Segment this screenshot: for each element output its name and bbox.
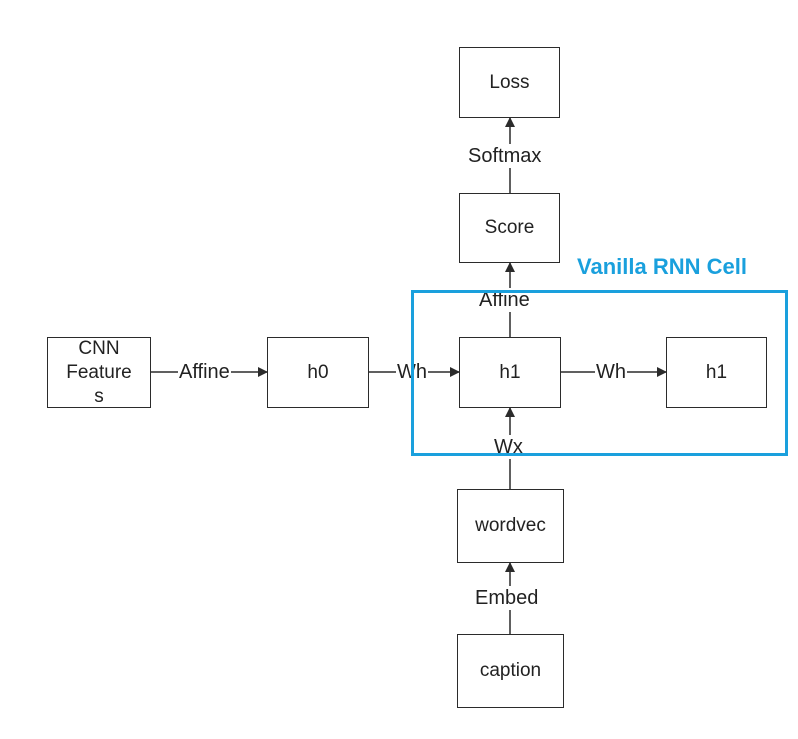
node-h1-right-label: h1 bbox=[705, 361, 728, 383]
node-h1-center-label: h1 bbox=[499, 361, 521, 383]
vanilla-rnn-cell-frame bbox=[411, 290, 788, 456]
node-cnn-features-line-3: s bbox=[94, 385, 104, 407]
node-cnn-features-line-1: CNN bbox=[78, 337, 120, 359]
node-score: Score bbox=[459, 193, 560, 263]
vanilla-rnn-cell-title: Vanilla RNN Cell bbox=[577, 254, 747, 279]
edge-label-embed: Embed bbox=[474, 586, 540, 610]
node-h0-label: h0 bbox=[307, 361, 329, 383]
edge-label-softmax: Softmax bbox=[467, 144, 543, 168]
node-cnn-features: CNN Feature s bbox=[47, 337, 151, 408]
node-h0: h0 bbox=[267, 337, 369, 408]
edge-label-affine-left: Affine bbox=[178, 360, 231, 384]
node-h1-right: h1 bbox=[666, 337, 767, 408]
node-caption: caption bbox=[457, 634, 564, 708]
node-h1-center: h1 bbox=[459, 337, 561, 408]
node-wordvec-label: wordvec bbox=[475, 515, 546, 536]
node-loss: Loss bbox=[459, 47, 560, 118]
node-caption-label: caption bbox=[479, 660, 542, 681]
node-wordvec: wordvec bbox=[457, 489, 564, 563]
node-loss-label: Loss bbox=[489, 71, 530, 93]
node-cnn-features-line-2: Feature bbox=[66, 361, 132, 383]
edge-label-wh-right: Wh bbox=[595, 360, 627, 384]
node-score-label: Score bbox=[484, 217, 535, 238]
